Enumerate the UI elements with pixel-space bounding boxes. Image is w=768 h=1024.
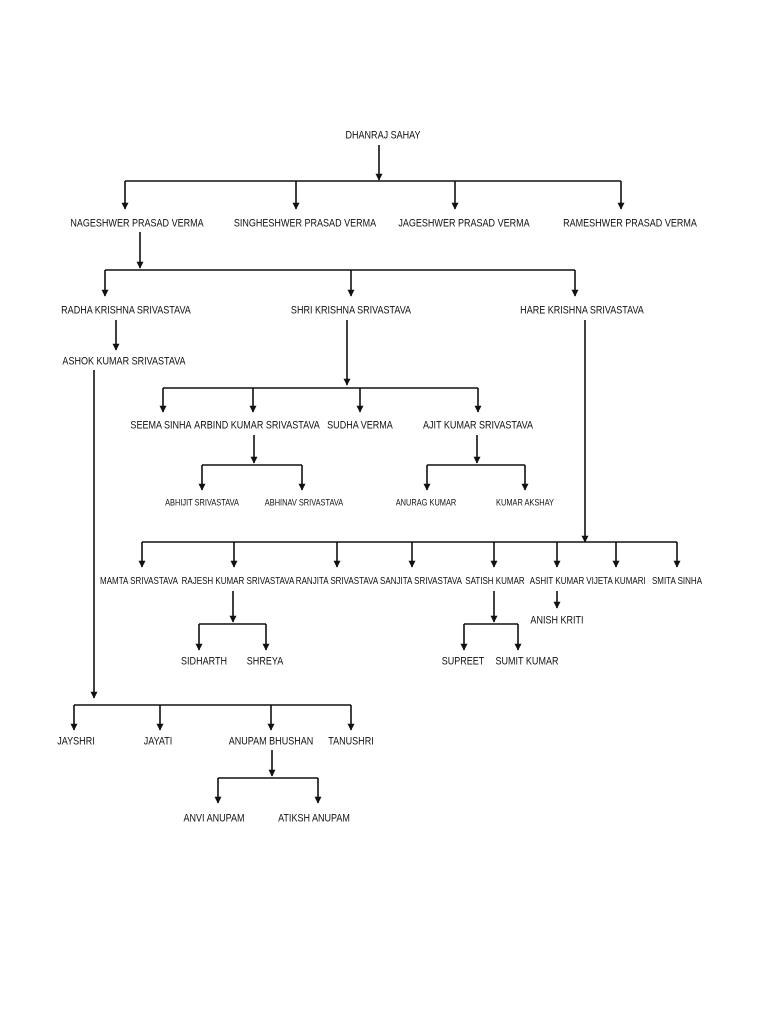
node-jayati: JAYATI xyxy=(143,735,173,748)
node-anupam-bhushan: ANUPAM BHUSHAN xyxy=(228,735,314,748)
node-supreet: SUPREET xyxy=(441,655,485,668)
node-sidharth: SIDHARTH xyxy=(181,655,227,668)
node-tanushri: TANUSHRI xyxy=(328,735,374,748)
node-anurag-kumar: ANURAG KUMAR xyxy=(395,497,457,509)
node-mamta-srivastava: MAMTA SRIVASTAVA xyxy=(100,576,178,587)
node-satish-kumar: SATISH KUMAR xyxy=(465,576,525,587)
node-shreya: SHREYA xyxy=(246,655,284,668)
node-rameshwer-prasad-verma: RAMESHWER PRASAD VERMA xyxy=(563,217,697,230)
node-rajesh-kumar-srivastava: RAJESH KUMAR SRIVASTAVA xyxy=(181,576,295,587)
node-abhijit-srivastava: ABHIJIT SRIVASTAVA xyxy=(165,497,239,509)
node-singheshwer-prasad-verma: SINGHESHWER PRASAD VERMA xyxy=(233,217,377,230)
node-anvi-anupam: ANVI ANUPAM xyxy=(183,812,245,825)
node-anish-kriti: ANISH KRITI xyxy=(530,614,584,627)
node-smita-sinha: SMITA SINHA xyxy=(651,576,703,587)
node-jayshri: JAYSHRI xyxy=(57,735,95,748)
node-nageshwer-prasad-verma: NAGESHWER PRASAD VERMA xyxy=(70,217,204,230)
node-jageshwer-prasad-verma: JAGESHWER PRASAD VERMA xyxy=(398,217,530,230)
node-kumar-akshay: KUMAR AKSHAY xyxy=(496,497,554,509)
node-atiksh-anupam: ATIKSH ANUPAM xyxy=(278,812,350,825)
node-ashok-kumar-srivastava: ASHOK KUMAR SRIVASTAVA xyxy=(62,355,186,368)
node-arbind-kumar-srivastava: ARBIND KUMAR SRIVASTAVA xyxy=(194,419,320,432)
node-sudha-verma: SUDHA VERMA xyxy=(327,419,393,432)
node-vijeta-kumari: VIJETA KUMARI xyxy=(586,576,646,587)
node-abhinav-srivastava: ABHINAV SRIVASTAVA xyxy=(264,497,344,509)
node-dhanraj-sahay: DHANRAJ SAHAY xyxy=(345,129,421,142)
node-ranjita-srivastava: RANJITA SRIVASTAVA xyxy=(295,576,379,587)
node-ajit-kumar-srivastava: AJIT KUMAR SRIVASTAVA xyxy=(423,419,533,432)
node-ashit-kumar: ASHIT KUMAR xyxy=(529,576,585,587)
node-shri-krishna-srivastava: SHRI KRISHNA SRIVASTAVA xyxy=(290,304,412,317)
node-seema-sinha: SEEMA SINHA xyxy=(130,419,192,432)
node-sanjita-srivastava: SANJITA SRIVASTAVA xyxy=(380,576,462,587)
node-hare-krishna-srivastava: HARE KRISHNA SRIVASTAVA xyxy=(520,304,644,317)
node-radha-krishna-srivastava: RADHA KRISHNA SRIVASTAVA xyxy=(61,304,191,317)
node-sumit-kumar: SUMIT KUMAR xyxy=(495,655,559,668)
